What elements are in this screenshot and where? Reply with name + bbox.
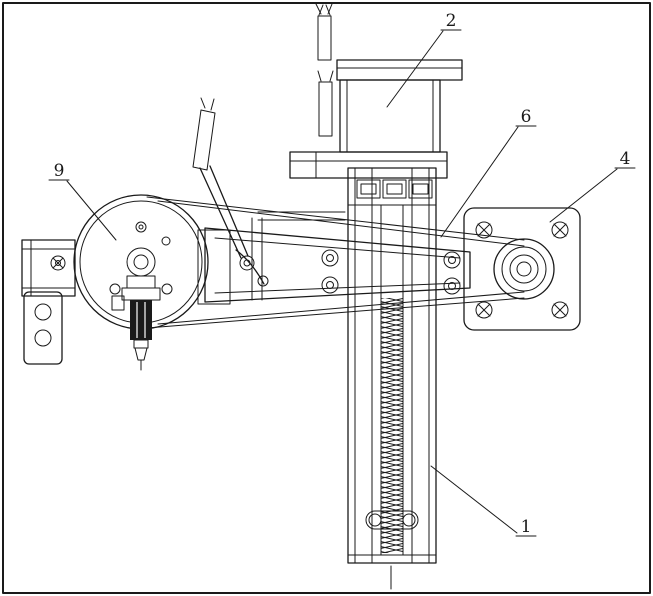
rail-slot — [365, 510, 419, 530]
top-motor — [289, 59, 463, 199]
callout-1-label: 1 — [521, 517, 532, 537]
swing-arm — [197, 211, 471, 305]
bracket-screw — [50, 255, 66, 271]
motor-screw — [475, 221, 493, 239]
callout-6-label: 6 — [521, 107, 532, 127]
callout-6: 6 — [440, 107, 537, 238]
motor-connectors — [356, 179, 433, 199]
bracket-plate — [23, 291, 63, 365]
lead-screw — [381, 298, 403, 553]
callout-2: 2 — [386, 11, 462, 108]
callout-2-label: 2 — [446, 11, 457, 31]
right-motor — [463, 207, 581, 331]
wheel-hub — [126, 247, 156, 277]
callout-9-label: 9 — [54, 161, 65, 181]
callouts: 2 6 4 9 1 — [48, 11, 636, 537]
motor-screw — [475, 301, 493, 319]
callout-4-label: 4 — [620, 149, 631, 169]
cable-mid — [317, 70, 334, 137]
left-bracket — [21, 239, 76, 365]
drive-belt — [146, 196, 525, 329]
callout-9: 9 — [48, 161, 117, 241]
callout-4: 4 — [549, 149, 636, 223]
extruder-assembly — [111, 275, 161, 371]
vertical-rail — [347, 167, 437, 590]
nozzle — [134, 347, 148, 361]
arm-bolts — [321, 249, 461, 295]
motor-screw — [551, 221, 569, 239]
drive-pulley — [493, 238, 555, 300]
cable-top — [315, 3, 333, 61]
motor-screw — [551, 301, 569, 319]
lever-handle — [192, 109, 216, 171]
callout-1: 1 — [430, 465, 537, 537]
extruder-body — [130, 300, 152, 340]
